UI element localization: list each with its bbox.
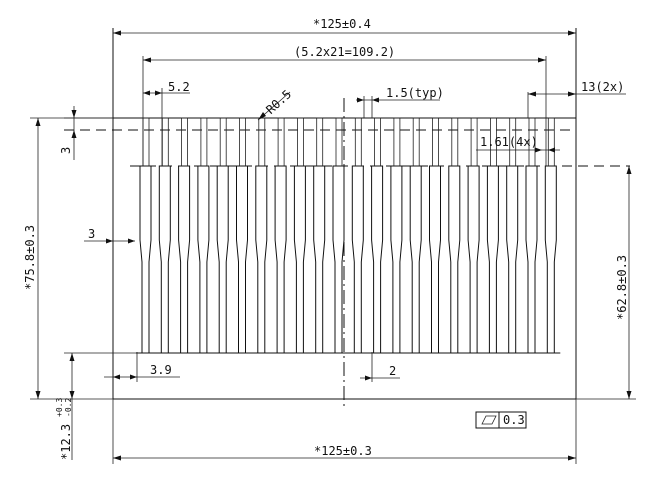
- label-end-tab: 13(2x): [581, 80, 624, 94]
- lead-finger: [293, 165, 306, 354]
- label-lead-width: 1.5(typ): [386, 86, 444, 100]
- dim-bottom-height: *12.3 +0.3 -0.2: [55, 352, 136, 460]
- dim-tab-width: 1.61(4x): [476, 135, 560, 153]
- lead-finger: [197, 165, 210, 354]
- lead-finger-tab: [258, 117, 266, 166]
- lead-finger: [255, 165, 268, 354]
- lead-finger-tab: [528, 117, 536, 166]
- lead-finger-tab: [297, 117, 304, 166]
- label-bottom-height-tol-lower: -0.2: [64, 398, 73, 417]
- dim-overall-height: *75.8±0.3: [23, 117, 113, 400]
- lead-finger: [448, 165, 461, 354]
- lead-finger-tab: [470, 117, 478, 166]
- dim-end-tab: 13(2x): [527, 80, 626, 118]
- label-lead-height: *62.8±0.3: [615, 255, 629, 320]
- lead-finger-tab: [490, 117, 497, 166]
- dim-corner-radius: R0.5: [257, 87, 294, 121]
- label-overall-height: *75.8±0.3: [23, 225, 37, 290]
- label-overall-width-bottom: *125±0.3: [314, 444, 372, 458]
- label-bottom-height-tol-upper: +0.3: [55, 398, 64, 417]
- lead-finger-tab: [219, 117, 227, 166]
- lead-finger: [525, 165, 538, 354]
- lead-finger: [467, 165, 480, 354]
- lead-finger-tab: [393, 117, 401, 166]
- lead-finger: [332, 165, 345, 354]
- lead-finger: [236, 165, 248, 354]
- lead-finger: [139, 165, 152, 354]
- label-tab-width: 1.61(4x): [480, 135, 538, 149]
- lead-finger: [486, 165, 499, 354]
- lead-finger-tab: [316, 117, 324, 166]
- dim-side-margin: 3: [84, 227, 135, 244]
- lead-finger-tab: [374, 117, 381, 166]
- label-top-band: 3: [59, 147, 73, 154]
- lead-finger: [351, 165, 364, 354]
- label-left-offset: 3.9: [150, 363, 172, 377]
- dim-lead-height: *62.8±0.3: [576, 166, 636, 400]
- lead-finger: [390, 165, 403, 354]
- lead-finger-tab: [181, 117, 188, 166]
- lead-finger: [178, 165, 191, 354]
- lead-finger-tab: [547, 117, 555, 166]
- lead-finger-tab: [200, 117, 208, 166]
- dim-top-band: 3: [59, 106, 113, 160]
- dim-pitch-span: (5.2x21=109.2): [142, 45, 547, 166]
- lead-finger: [429, 165, 441, 354]
- dim-center-gap: 2: [360, 352, 400, 382]
- dim-lead-width: 1.5(typ): [356, 86, 444, 118]
- label-side-margin: 3: [88, 227, 95, 241]
- lead-finger-tab: [354, 117, 362, 166]
- label-overall-width-top: *125±0.4: [313, 17, 371, 31]
- flatness-icon: [481, 415, 497, 425]
- dim-overall-width-top: *125±0.4: [113, 17, 576, 36]
- lead-finger: [506, 165, 519, 354]
- label-center-gap: 2: [389, 364, 396, 378]
- label-pitch-span: (5.2x21=109.2): [294, 45, 395, 59]
- lead-finger: [371, 165, 384, 354]
- label-flatness-value: 0.3: [503, 413, 525, 427]
- dim-edge-offset: 5.2: [143, 80, 190, 166]
- lead-finger: [216, 165, 229, 354]
- lead-finger-tab: [161, 117, 169, 166]
- label-bottom-height: *12.3: [59, 424, 73, 460]
- lead-finger-tab: [277, 117, 285, 166]
- lead-finger: [544, 165, 557, 354]
- lead-finger-tab: [432, 117, 439, 166]
- lead-finger: [409, 165, 422, 354]
- lead-fingers: [136, 117, 561, 354]
- lead-finger-tab: [451, 117, 459, 166]
- lead-finger-tab: [509, 117, 517, 166]
- label-edge-offset: 5.2: [168, 80, 190, 94]
- lead-finger-tab: [142, 117, 150, 166]
- lead-finger: [274, 165, 287, 354]
- lead-finger: [313, 165, 326, 354]
- lead-finger-tab: [335, 117, 343, 166]
- lead-finger-tab: [239, 117, 246, 166]
- flatness-callout: 0.3: [475, 411, 527, 429]
- lead-finger-tab: [412, 117, 420, 166]
- lead-finger: [158, 165, 171, 354]
- dim-left-offset: 3.9: [104, 352, 180, 382]
- label-corner-radius: R0.5: [263, 87, 294, 117]
- dim-overall-width-bottom: *125±0.3: [112, 399, 577, 464]
